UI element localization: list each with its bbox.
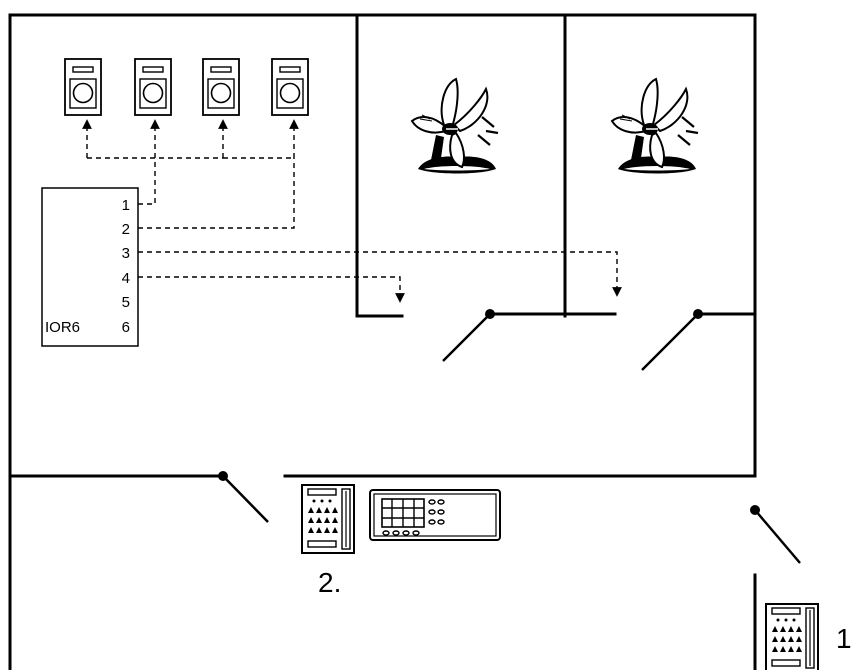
wiring xyxy=(82,119,622,303)
thermostat-2 xyxy=(134,58,172,116)
control-panel xyxy=(369,489,501,541)
output-5-label: 5 xyxy=(122,294,130,311)
output-3-label: 3 xyxy=(122,245,130,262)
walls xyxy=(8,13,757,670)
door-room-2 xyxy=(641,309,703,371)
keypad-2 xyxy=(301,484,355,554)
doors xyxy=(218,309,801,564)
thermostat-4 xyxy=(271,58,309,116)
door-hall xyxy=(218,471,269,523)
fan-room-1 xyxy=(410,77,500,175)
door-entrance xyxy=(750,505,801,564)
thermostat-3 xyxy=(202,58,240,116)
keypad-1-label: 1 xyxy=(836,623,852,654)
door-room-1 xyxy=(442,309,495,362)
output-4-label: 4 xyxy=(122,270,130,287)
fan-room-2 xyxy=(610,77,700,175)
keypad-2-label: 2. xyxy=(318,567,341,598)
thermostat-1 xyxy=(64,58,102,116)
keypad-1 xyxy=(765,603,819,670)
thermostats xyxy=(64,58,309,116)
output-2-label: 2 xyxy=(122,221,130,238)
output-1-label: 1 xyxy=(122,197,130,214)
module-name: IOR6 xyxy=(45,319,80,336)
output-6-label: 6 xyxy=(122,319,130,336)
ior6-module: 1 2 3 4 5 6 IOR6 xyxy=(41,187,139,347)
